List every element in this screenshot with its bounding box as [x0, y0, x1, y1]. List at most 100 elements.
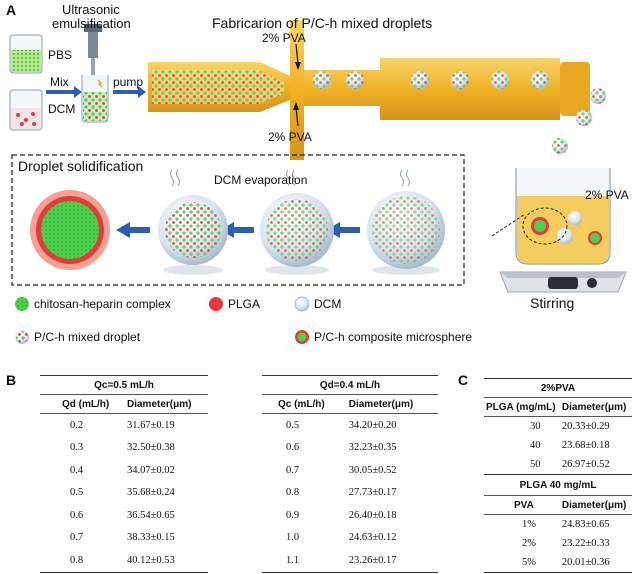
table-cell-diameter: 31.67±0.19 — [126, 419, 175, 431]
table-row: 0.2 31.67±0.19 — [40, 414, 208, 437]
table-cell-diameter: 32.50±0.38 — [126, 442, 175, 454]
table-row: 0.5 34.20±0.20 — [262, 414, 438, 437]
table-c-group2-col2: Diameter(μm) — [561, 499, 627, 511]
channel-droplets — [313, 71, 606, 154]
table-cell-diameter: 26.97±0.52 — [561, 459, 610, 470]
table-c-group2-col1: PVA — [514, 499, 534, 511]
table-row: 30 20.33±0.29 — [484, 417, 632, 437]
legend-mixed-droplet: P/C-h mixed droplet — [34, 330, 141, 344]
table-row: 0.7 30.05±0.52 — [262, 459, 438, 482]
table-cell-diameter: 24.63±0.12 — [348, 532, 397, 544]
table-cell-diameter: 30.05±0.52 — [348, 464, 397, 476]
table-cell-diameter: 23.26±0.17 — [348, 554, 397, 566]
table-cell-param: 0.8 — [286, 487, 300, 499]
table-c-group1-col1: PLGA (mg/mL) — [486, 401, 556, 413]
table-cell-param: 0.9 — [286, 509, 300, 521]
table-cell-diameter: 34.07±0.02 — [126, 464, 175, 476]
table-b-right: Qd=0.4 mL/h Qc (mL/h) Diameter(μm) 0.5 34… — [262, 375, 438, 573]
table-row: 5% 20.01±0.36 — [484, 553, 632, 573]
dcm-vial — [9, 89, 43, 131]
table-c-group1-body: 30 20.33±0.29 40 23.68±0.18 50 26.97±0.52 — [484, 417, 632, 475]
table-cell-diameter: 23.68±0.18 — [561, 440, 610, 451]
fabrication-title: Fabricarion of P/C-h mixed droplets — [212, 15, 433, 31]
table-cell-diameter: 24.83±0.65 — [561, 519, 610, 530]
table-b-right-col2: Diameter(μm) — [348, 398, 414, 410]
table-row: 0.9 26.40±0.18 — [262, 504, 438, 527]
legend-dcm: DCM — [314, 297, 342, 311]
table-row: 0.8 40.12±0.53 — [40, 549, 208, 572]
microfluidic-channel — [148, 20, 590, 160]
table-row: 40 23.68±0.18 — [484, 436, 632, 455]
table-cell-param: 0.6 — [70, 509, 84, 521]
evaporating-droplets — [158, 169, 445, 275]
table-cell-param: 0.2 — [70, 419, 84, 431]
table-c-group2-title: PLGA 40 mg/mL — [484, 474, 632, 496]
solidification-arrows — [116, 222, 360, 238]
table-cell-diameter: 36.54±0.65 — [126, 509, 175, 521]
table-row: 0.7 38.33±0.15 — [40, 527, 208, 550]
table-b-left-group-title: Qc=0.5 mL/h — [40, 375, 208, 395]
table-cell-param: 30 — [530, 421, 541, 432]
legend-plga: PLGA — [228, 297, 261, 311]
table-cell-param: 0.7 — [70, 532, 84, 544]
table-row: 0.6 36.54±0.65 — [40, 504, 208, 527]
panel-a-illustration — [9, 20, 627, 344]
table-b-left: Qc=0.5 mL/h Qd (mL/h) Diameter(μm) 0.2 31… — [40, 375, 208, 573]
legend-composite-microsphere: P/C-h composite microsphere — [314, 330, 473, 344]
table-cell-param: 2% — [522, 538, 536, 549]
table-cell-diameter: 32.23±0.35 — [348, 442, 397, 454]
table-cell-diameter: 23.22±0.33 — [561, 538, 610, 549]
ultrasonic-label-line1: Ultrasonic — [62, 2, 120, 17]
table-c-group1-col2: Diameter(μm) — [561, 401, 627, 413]
composite-microsphere — [30, 190, 110, 270]
table-cell-diameter: 38.33±0.15 — [126, 532, 175, 544]
table-cell-param: 0.7 — [286, 464, 300, 476]
table-cell-diameter: 20.01±0.36 — [561, 557, 610, 568]
pva-top-label: 2% PVA — [262, 31, 306, 45]
table-cell-param: 0.6 — [286, 442, 300, 454]
table-row: 2% 23.22±0.33 — [484, 534, 632, 553]
table-row: 50 26.97±0.52 — [484, 455, 632, 475]
pbs-vial — [9, 34, 43, 74]
table-row: 1.1 23.26±0.17 — [262, 549, 438, 572]
table-b-right-group-title: Qd=0.4 mL/h — [262, 375, 438, 395]
pump-label: pump — [113, 75, 144, 89]
table-cell-param: 1.1 — [286, 554, 300, 566]
table-cell-param: 50 — [530, 459, 541, 470]
dcm-evaporation-label: DCM evaporation — [214, 173, 308, 187]
table-cell-diameter: 26.40±0.18 — [348, 509, 397, 521]
table-cell-param: 40 — [530, 440, 541, 451]
table-b-left-col2: Diameter(μm) — [126, 398, 192, 410]
table-cell-diameter: 40.12±0.53 — [126, 554, 175, 566]
table-cell-diameter: 34.20±0.20 — [348, 419, 397, 431]
table-cell-param: 0.5 — [286, 419, 300, 431]
table-cell-diameter: 35.68±0.24 — [126, 487, 175, 499]
table-row: 0.5 35.68±0.24 — [40, 482, 208, 505]
table-row: 0.6 32.23±0.35 — [262, 437, 438, 460]
panel-label-b: B — [6, 372, 17, 388]
mix-label: Mix — [50, 75, 69, 89]
table-b-left-col1: Qd (mL/h) — [62, 398, 110, 410]
legend-chitosan-heparin: chitosan-heparin complex — [34, 297, 171, 311]
ultrasonic-beaker — [81, 24, 109, 123]
solidification-box — [11, 154, 465, 286]
table-cell-param: 1.0 — [286, 532, 300, 544]
stirring-label: Stirring — [530, 295, 575, 311]
table-b-right-col1: Qc (mL/h) — [278, 398, 325, 410]
table-cell-param: 0.5 — [70, 487, 84, 499]
table-cell-param: 5% — [522, 557, 536, 568]
stirring-beaker — [491, 168, 627, 293]
table-row: 1.0 24.63±0.12 — [262, 527, 438, 550]
dcm-label: DCM — [48, 102, 76, 116]
panel-label-a: A — [6, 2, 17, 18]
table-cell-param: 0.3 — [70, 442, 84, 454]
pva-beaker-label: 2% PVA — [585, 188, 629, 202]
table-cell-param: 0.8 — [70, 554, 84, 566]
table-cell-diameter: 20.33±0.29 — [561, 421, 610, 432]
table-c-group1-title: 2%PVA — [484, 378, 632, 398]
